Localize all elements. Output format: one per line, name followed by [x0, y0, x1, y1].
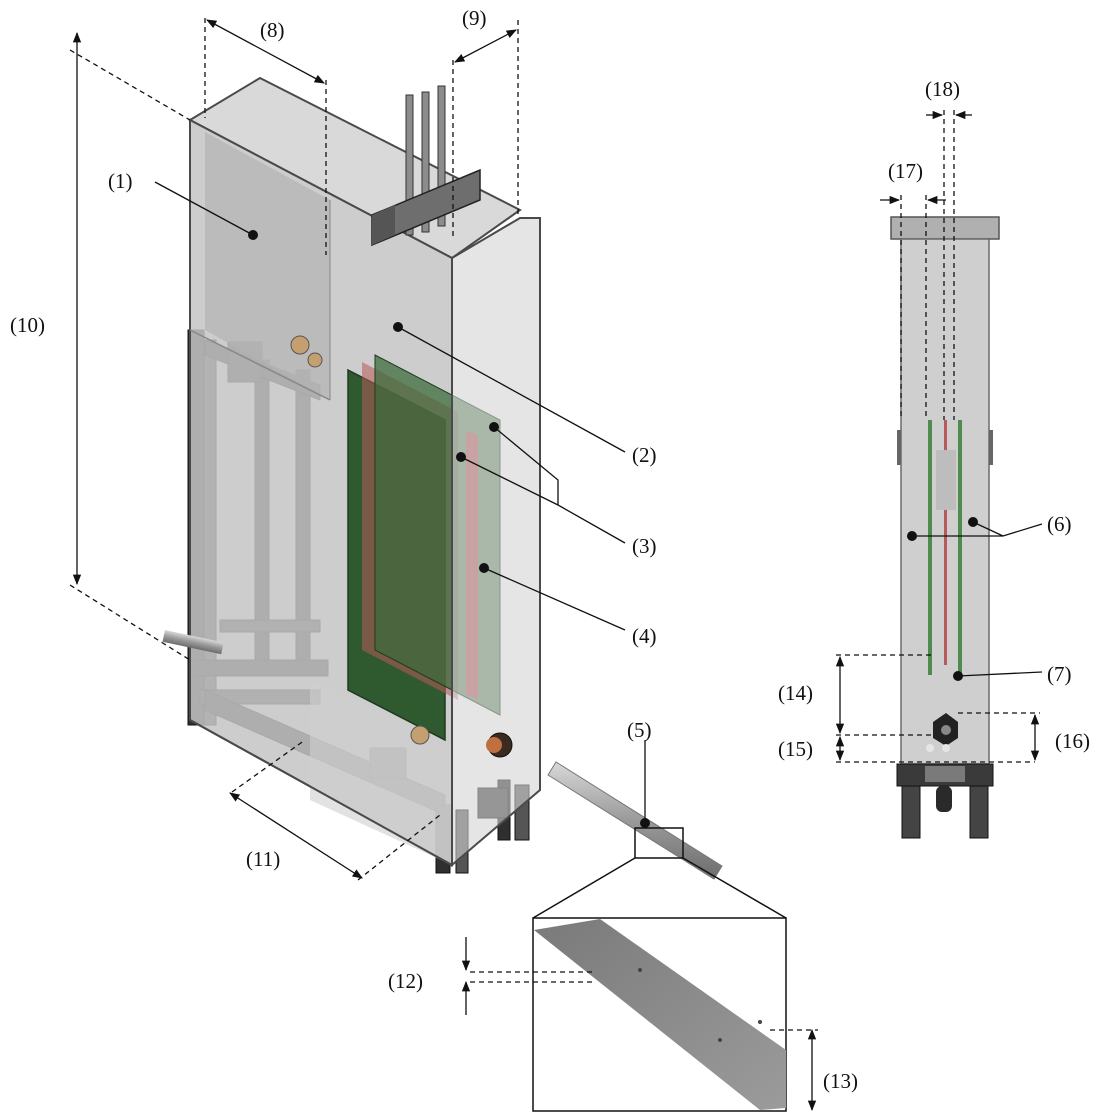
- dot-2: [393, 322, 403, 332]
- dot-6b: [968, 517, 978, 527]
- reactor-tank: [187, 76, 541, 868]
- label-4: (4): [632, 624, 657, 648]
- labels: (1) (2) (3) (4) (5) (6) (7) (8) (9) (10)…: [10, 6, 1090, 1093]
- side-electrode-left: [928, 420, 932, 675]
- tank-front-wall: [451, 217, 541, 868]
- label-16: (16): [1055, 729, 1090, 753]
- left-pipe: [162, 630, 224, 655]
- label-3: (3): [632, 534, 657, 558]
- side-view: [890, 216, 1000, 839]
- label-18: (18): [925, 77, 960, 101]
- dot-4: [479, 563, 489, 573]
- dot-1: [248, 230, 258, 240]
- label-1: (1): [108, 169, 133, 193]
- label-11: (11): [246, 847, 280, 871]
- dot-6a: [907, 531, 917, 541]
- fittings: [290, 335, 513, 758]
- pipe-zoom-inset: [532, 827, 787, 1112]
- diffuser-pipe: [547, 761, 723, 880]
- label-9: (9): [462, 6, 487, 30]
- leader-lines: [154, 181, 1043, 823]
- label-12: (12): [388, 969, 423, 993]
- dot-7: [953, 671, 963, 681]
- dot-3b: [456, 452, 466, 462]
- tank-upper-inner: [205, 132, 330, 400]
- dot-3a: [489, 422, 499, 432]
- dimension-lines: [69, 18, 1040, 1112]
- main-reactor-view: [162, 76, 723, 880]
- label-13: (13): [823, 1069, 858, 1093]
- label-15: (15): [778, 737, 813, 761]
- label-6: (6): [1047, 512, 1072, 536]
- label-2: (2): [632, 443, 657, 467]
- zoomed-pipe: [534, 919, 786, 1110]
- label-7: (7): [1047, 662, 1072, 686]
- side-view-cap: [890, 216, 1000, 240]
- label-14: (14): [778, 681, 813, 705]
- side-membrane: [944, 420, 947, 665]
- label-17: (17): [888, 159, 923, 183]
- leader-dots: [248, 230, 978, 828]
- label-5: (5): [627, 718, 652, 742]
- label-8: (8): [260, 18, 285, 42]
- dot-5: [640, 818, 650, 828]
- label-10: (10): [10, 313, 45, 337]
- side-electrode-right: [958, 420, 962, 675]
- tank-bottom-chamber: [310, 680, 452, 865]
